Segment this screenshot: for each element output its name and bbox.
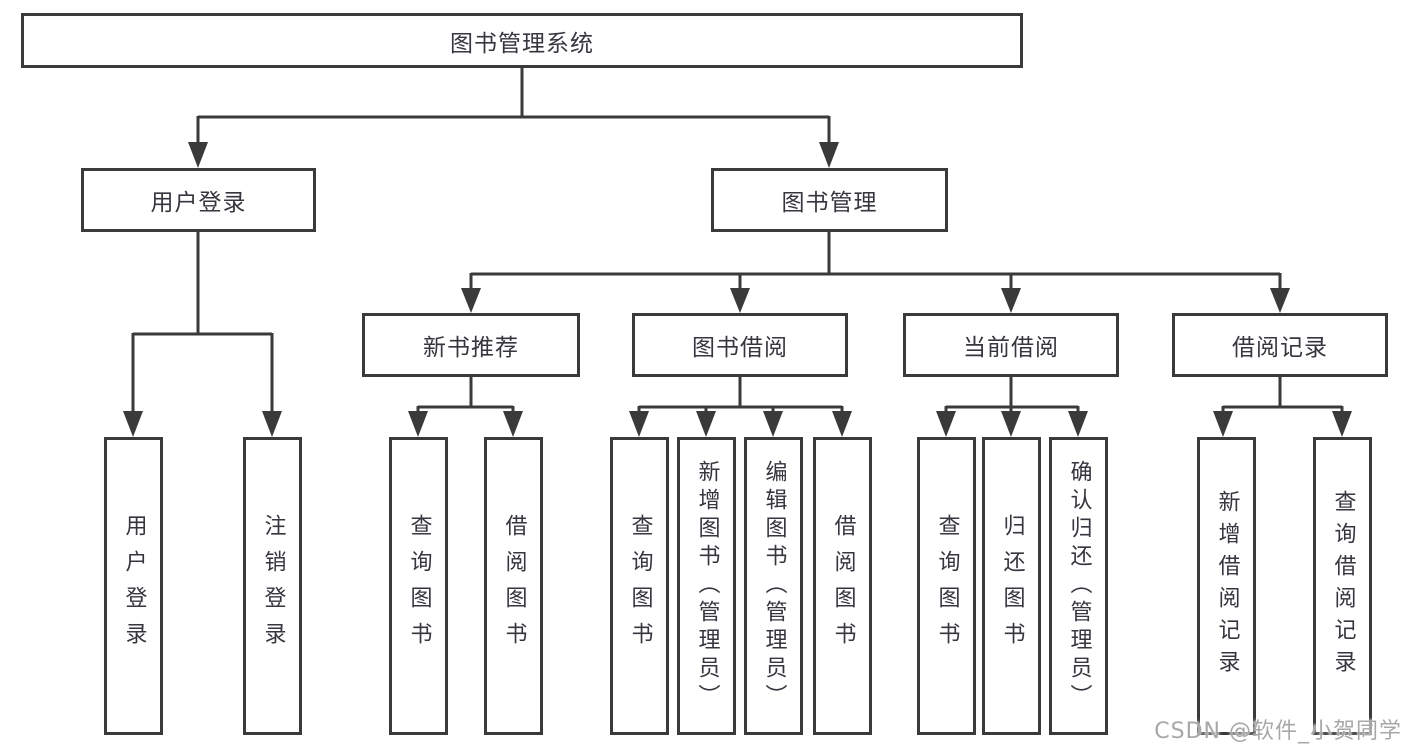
node-user-login: 用户登录	[81, 168, 316, 232]
node-borrowing-records: 借阅记录	[1172, 313, 1388, 377]
node-leaf-edit-books-admin: 编辑图书（管理员）	[744, 437, 803, 735]
node-current-borrowing: 当前借阅	[903, 313, 1119, 377]
node-leaf-query-books-borrow: 查询图书	[610, 437, 669, 735]
node-book-management: 图书管理	[711, 168, 948, 232]
node-leaf-logout: 注销登录	[243, 437, 302, 735]
node-leaf-query-books-current: 查询图书	[917, 437, 976, 735]
node-book-borrowing: 图书借阅	[632, 313, 848, 377]
node-leaf-add-borrow-record: 新增借阅记录	[1197, 437, 1256, 735]
arrowhead-icons	[123, 142, 1352, 437]
node-leaf-user-login: 用户登录	[104, 437, 163, 735]
node-leaf-confirm-return-admin: 确认归还（管理员）	[1049, 437, 1108, 735]
node-leaf-borrow-books-rec: 借阅图书	[484, 437, 543, 735]
node-leaf-borrow-books: 借阅图书	[813, 437, 872, 735]
csdn-watermark: CSDN @软件_小贺同学	[1154, 719, 1402, 744]
node-library-management-system: 图书管理系统	[21, 13, 1023, 68]
node-leaf-query-books-rec: 查询图书	[389, 437, 448, 735]
node-leaf-query-borrow-record: 查询借阅记录	[1313, 437, 1372, 735]
node-leaf-add-books-admin: 新增图书（管理员）	[677, 437, 736, 735]
node-leaf-return-books: 归还图书	[982, 437, 1041, 735]
node-new-book-recommendation: 新书推荐	[362, 313, 580, 377]
